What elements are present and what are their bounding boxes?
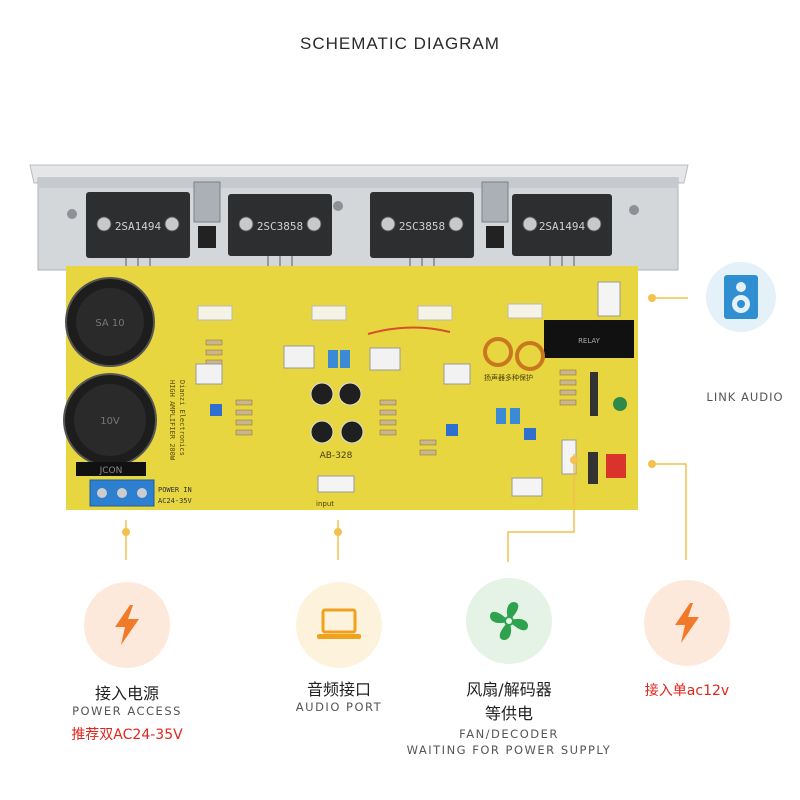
power-access-icon-badge	[84, 582, 170, 668]
svg-text:SA 10: SA 10	[95, 318, 124, 329]
svg-text:input: input	[316, 500, 334, 508]
single-ac-note: 接入单ac12v	[644, 683, 730, 699]
lightning-icon	[115, 605, 139, 645]
speaker-icon	[724, 275, 758, 319]
svg-text:AB-328: AB-328	[320, 451, 353, 461]
svg-text:RELAY: RELAY	[578, 337, 601, 345]
pcb-board: RELAY SA 10 10V JCON POWER IN AC24-35V H…	[63, 266, 638, 510]
power-transistors: 2SA1494 2SC3858 2SC3858 2S	[86, 181, 612, 276]
fan-decoder-subtitle-line2: WAITING FOR POWER SUPPLY	[406, 743, 612, 757]
svg-text:扬声器多种保护: 扬声器多种保护	[484, 373, 533, 382]
link-audio-label: LINK AUDIO	[706, 390, 784, 404]
transistor-q3: 2SC3858	[370, 192, 474, 276]
svg-text:POWER IN: POWER IN	[158, 486, 192, 494]
fan-icon	[489, 601, 529, 641]
audio-port-subtitle: AUDIO PORT	[295, 700, 383, 714]
transistor-label: 2SA1494	[539, 220, 586, 233]
audio-port-icon-badge	[296, 582, 382, 668]
transistor-label: 2SC3858	[399, 220, 445, 233]
svg-text:AC24-35V: AC24-35V	[158, 497, 193, 505]
lightning-icon	[675, 603, 699, 643]
transistor-q4: 2SA1494	[512, 194, 612, 276]
power-access-note: 推荐双AC24-35V	[71, 727, 183, 743]
fan-decoder-subtitle-line1: FAN/DECODER	[459, 727, 559, 741]
transistor-label: 2SC3858	[257, 220, 303, 233]
laptop-icon	[317, 608, 361, 639]
transistor-label: 2SA1494	[115, 220, 162, 233]
callout-lines	[125, 297, 688, 562]
single-ac-icon-badge	[644, 580, 730, 666]
svg-text:HIGH AMPLIFIER 200W: HIGH AMPLIFIER 200W	[168, 380, 176, 461]
fan-decoder-icon-badge	[466, 578, 552, 664]
svg-text:JCON: JCON	[99, 466, 123, 476]
power-access-subtitle: POWER ACCESS	[72, 704, 182, 718]
callout-dots	[122, 294, 656, 536]
audio-port-title: 音频接口	[306, 680, 371, 699]
transistor-q2: 2SC3858	[228, 194, 332, 276]
power-access-title: 接入电源	[94, 684, 159, 703]
transistor-q1: 2SA1494	[86, 192, 190, 276]
svg-text:10V: 10V	[100, 416, 120, 427]
fan-decoder-title-line1: 风扇/解码器	[466, 680, 552, 699]
link-audio-icon-badge	[706, 262, 776, 332]
page-title: SCHEMATIC DIAGRAM	[300, 34, 500, 53]
fan-decoder-title-line2: 等供电	[484, 704, 533, 723]
svg-text:Dianzi Electronics: Dianzi Electronics	[178, 380, 186, 456]
